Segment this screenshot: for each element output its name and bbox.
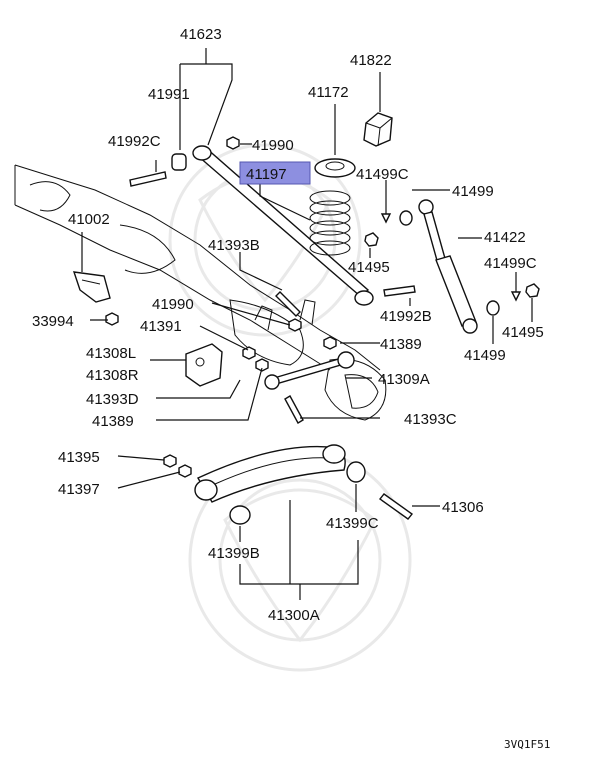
label-41393D: 41393D — [86, 391, 139, 408]
bump-stop — [363, 112, 393, 147]
label-41397: 41397 — [58, 481, 100, 498]
label-41992B: 41992B — [380, 308, 432, 325]
part-labels: 41623 41822 41991 41172 41992C 41990 411… — [32, 26, 550, 751]
label-41623: 41623 — [180, 26, 222, 43]
label-41389-bottom: 41389 — [92, 413, 134, 430]
label-41991: 41991 — [148, 86, 190, 103]
mount-brackets — [72, 271, 223, 387]
label-41992C: 41992C — [108, 133, 161, 150]
label-41300A: 41300A — [268, 607, 320, 624]
label-41308L: 41308L — [86, 345, 136, 362]
bolts — [129, 171, 416, 520]
label-41391: 41391 — [140, 318, 182, 335]
label-41990-top: 41990 — [252, 137, 294, 154]
label-33994: 33994 — [32, 313, 74, 330]
label-41499-top: 41499 — [452, 183, 494, 200]
diagram-code: 3VQ1F51 — [504, 738, 550, 751]
label-41399C: 41399C — [326, 515, 379, 532]
leader-lines — [81, 48, 533, 600]
label-41172: 41172 — [308, 84, 349, 101]
lower-control-arm — [194, 444, 366, 525]
label-41393C: 41393C — [404, 411, 457, 428]
shock-absorber — [399, 199, 500, 334]
label-41422: 41422 — [484, 229, 526, 246]
label-41990-mid: 41990 — [152, 296, 194, 313]
label-41389-top: 41389 — [380, 336, 422, 353]
label-41499-bottom: 41499 — [464, 347, 506, 364]
coil-spring — [309, 158, 356, 256]
label-41495-right: 41495 — [502, 324, 544, 341]
label-41306: 41306 — [442, 499, 484, 516]
label-41197: 41197 — [246, 166, 287, 183]
label-41393B: 41393B — [208, 237, 260, 254]
label-41002: 41002 — [68, 211, 110, 228]
lateral-rod — [264, 351, 355, 390]
hardware — [105, 136, 540, 478]
highlight-box — [239, 161, 311, 185]
upper-control-arm — [171, 145, 374, 306]
label-41399B: 41399B — [208, 545, 260, 562]
label-41499C-top: 41499C — [356, 166, 409, 183]
label-41499C-right: 41499C — [484, 255, 537, 272]
label-41495-left: 41495 — [348, 259, 390, 276]
label-41395: 41395 — [58, 449, 100, 466]
label-41308R: 41308R — [86, 367, 139, 384]
axle-housing — [14, 164, 387, 421]
label-41309A: 41309A — [378, 371, 430, 388]
label-41822: 41822 — [350, 52, 392, 69]
